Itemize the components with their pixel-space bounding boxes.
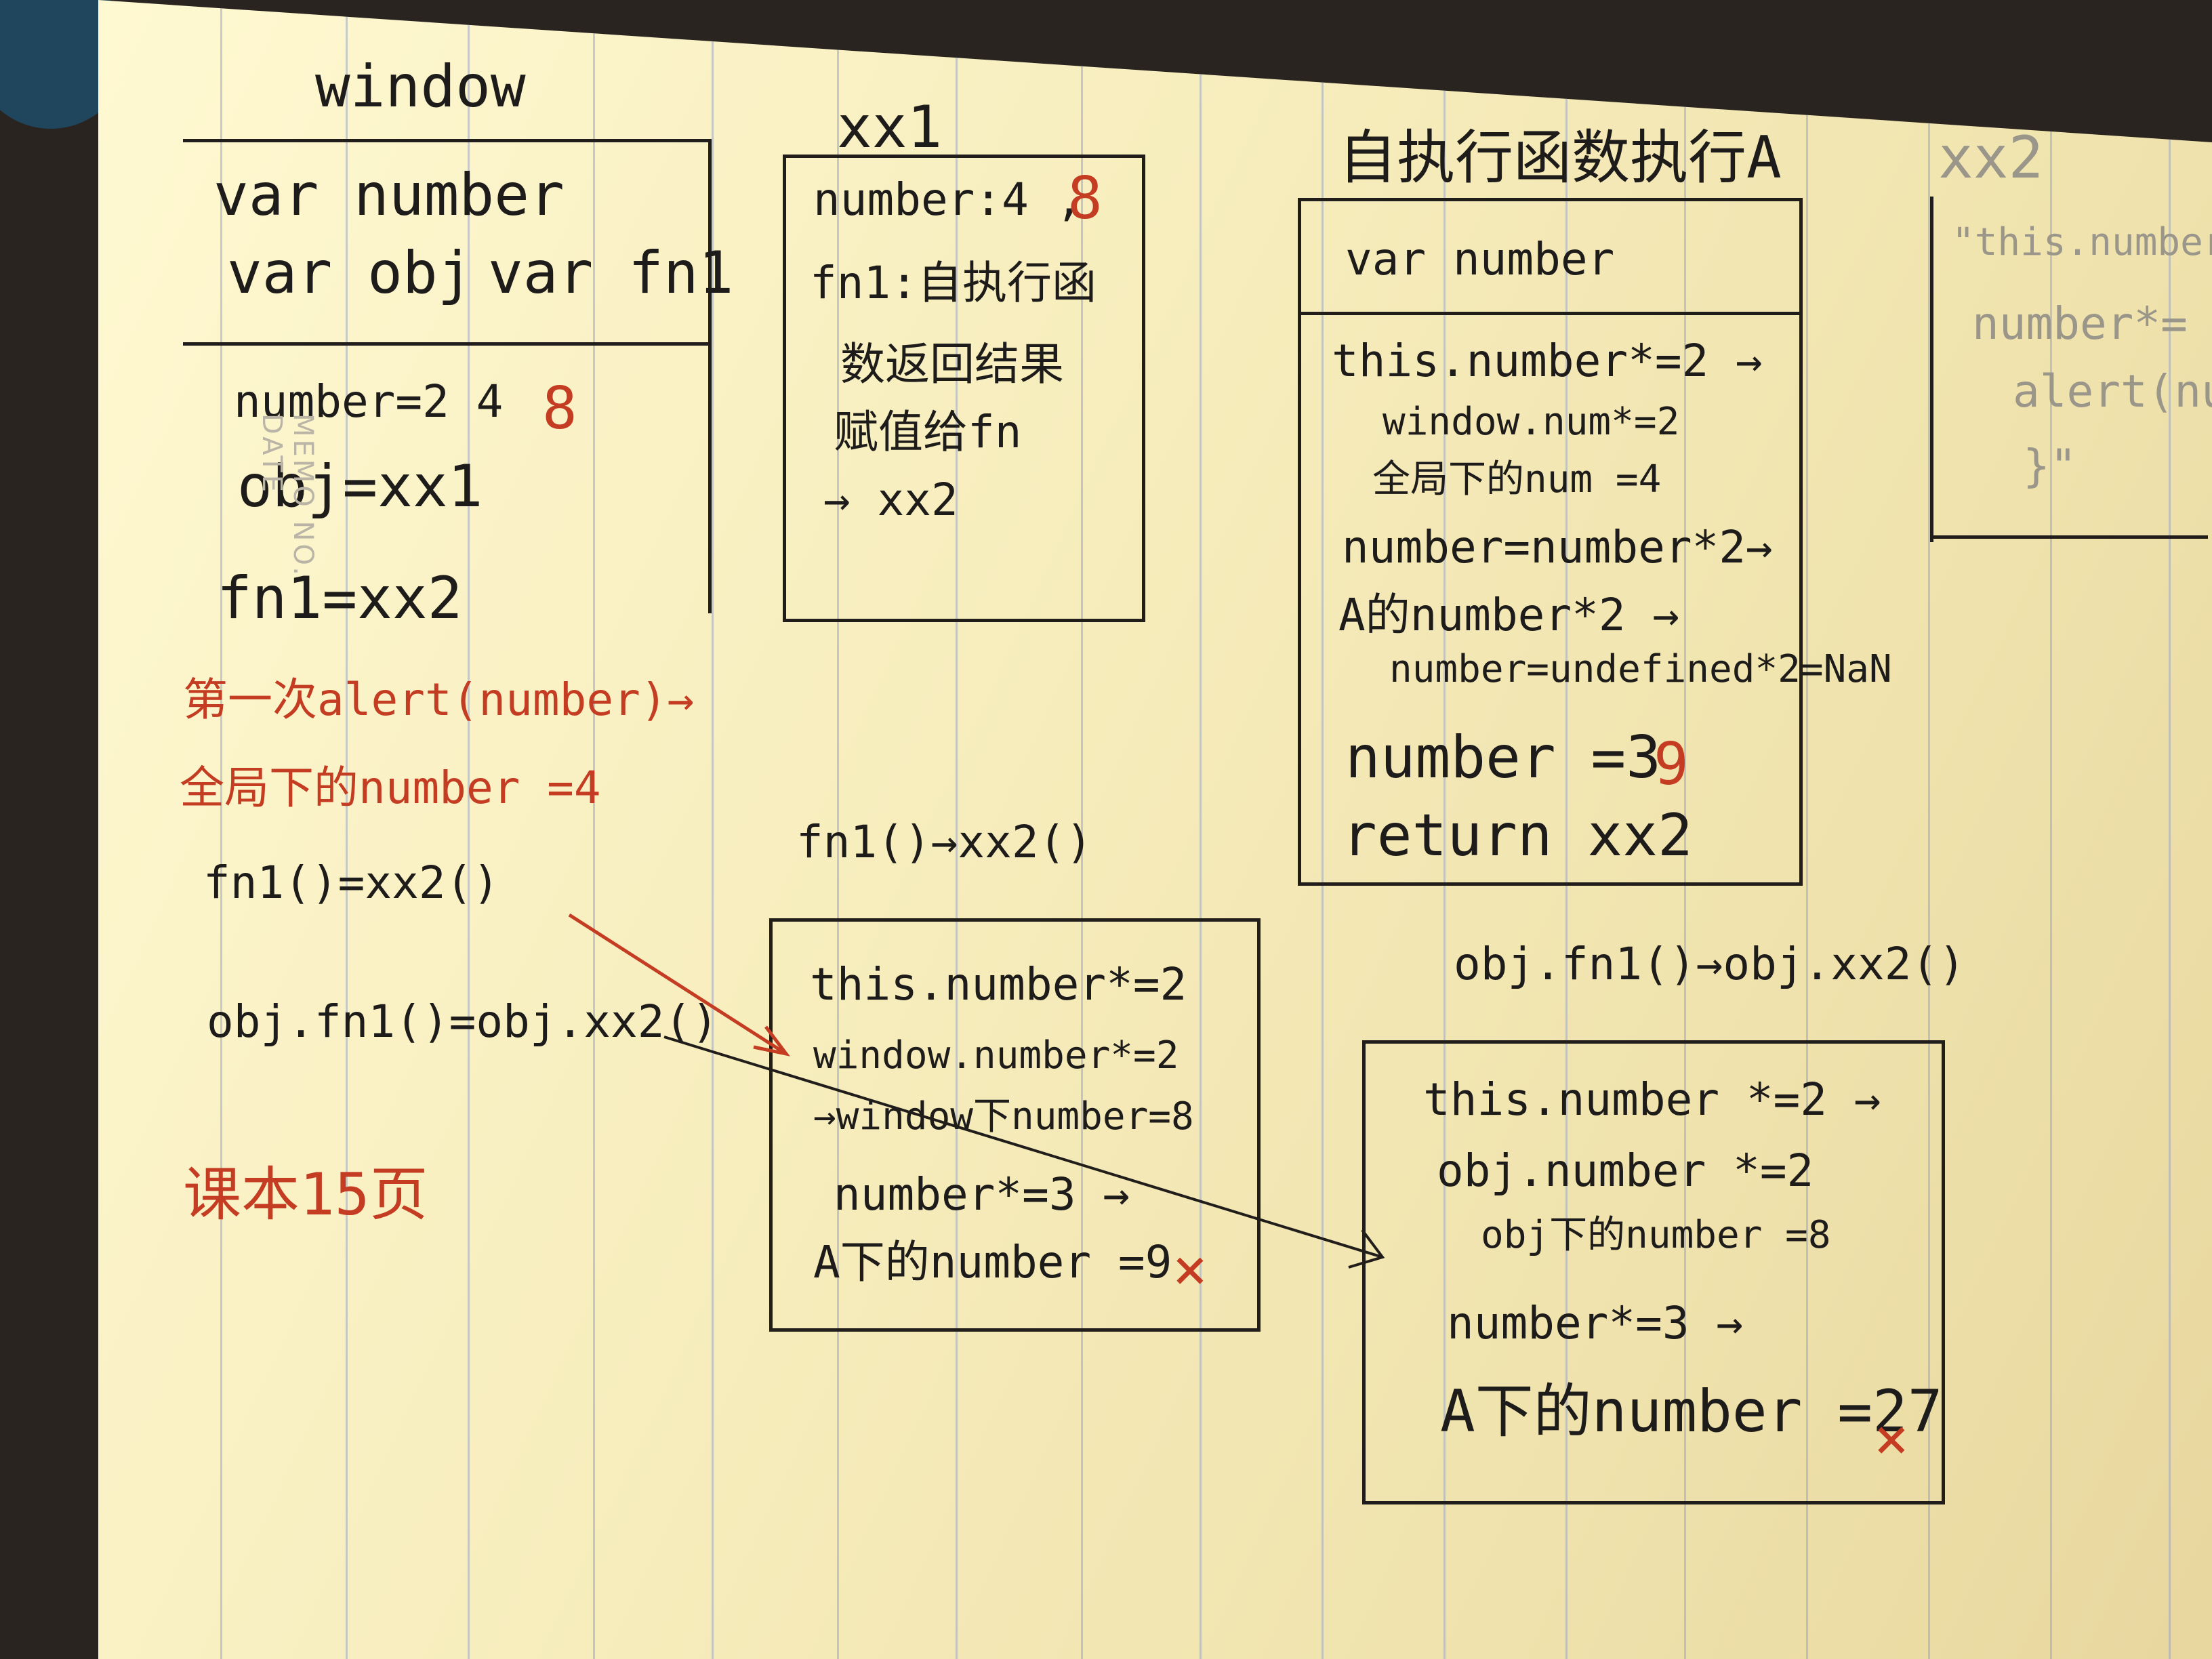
window-decl-number: var number — [213, 161, 565, 229]
ruled-line — [220, 0, 222, 1659]
xx1-box — [783, 155, 1145, 622]
window-box-divider — [183, 342, 712, 346]
ruled-line — [1322, 0, 1324, 1659]
obj-call-line-5: A下的number =27 — [1440, 1378, 1943, 1446]
obj-call-line-2: obj.number *=2 — [1437, 1145, 1814, 1197]
selfexec-line-9: return xx2 — [1342, 802, 1693, 869]
xx1-line-result: → xx2 — [823, 474, 958, 526]
selfexec-line-8-red: 9 — [1654, 731, 1689, 798]
xx2-line-3: alert(numb — [2013, 365, 2212, 417]
xx1-line-return: 数返回结果 — [840, 338, 1064, 390]
xx2-line-1: "this.number* — [1952, 220, 2212, 264]
fn1-call-line-5: A下的number =9 — [813, 1236, 1172, 1288]
ruled-line — [1200, 0, 1202, 1659]
selfexec-divider — [1298, 312, 1799, 315]
selfexec-line-6: A的number*2 → — [1338, 589, 1680, 641]
obj-call-wrong-mark: × — [1874, 1405, 1909, 1473]
window-assign-fn1: fn1=xx2 — [217, 565, 463, 632]
xx1-line-assign: 赋值给fn — [834, 406, 1022, 458]
global-number-note: 全局下的number =4 — [180, 762, 601, 814]
obj-call-box — [1362, 1040, 1945, 1504]
fn1-call-label: fn1()→xx2() — [796, 816, 1093, 868]
ruled-line — [837, 0, 839, 1659]
selfexec-line-4: 全局下的num =4 — [1372, 457, 1662, 501]
xx1-title: xx1 — [837, 94, 943, 161]
notebook-page — [98, 0, 2212, 1659]
selfexec-line-8: number =3 — [1345, 724, 1661, 792]
ruled-line — [1928, 0, 1930, 1659]
fn1-call-line-1: this.number*=2 — [810, 958, 1187, 1010]
selfexec-title: 自执行函数执行A — [1338, 124, 1782, 192]
window-decl-fn1: var fn1 — [488, 239, 734, 307]
obj-fn1-call-expr: obj.fn1()=obj.xx2() — [207, 996, 718, 1048]
selfexec-line-5: number=number*2→ — [1342, 521, 1773, 573]
window-assign-number-red: 8 — [542, 375, 577, 443]
xx2-box-left — [1930, 197, 1933, 542]
xx2-line-4: }" — [2023, 440, 2077, 492]
window-box-top — [183, 139, 712, 142]
fn1-call-line-2: window.number*=2 — [813, 1033, 1179, 1078]
selfexec-line-7: number=undefined*2=NaN — [1389, 647, 1892, 691]
selfexec-line-2: this.number*=2 → — [1332, 335, 1763, 387]
ruled-line — [2050, 0, 2052, 1659]
xx1-line-fn1: fn1:自执行函 — [810, 257, 1097, 309]
ruled-line — [956, 0, 958, 1659]
selfexec-line-3: window.num*=2 — [1382, 400, 1680, 444]
obj-call-line-1: this.number *=2 → — [1423, 1073, 1881, 1126]
selfexec-line-1: var number — [1345, 233, 1615, 285]
selfexec-box — [1298, 198, 1803, 886]
xx1-line-number-red: 8 — [1067, 165, 1103, 232]
xx2-box-bottom — [1930, 535, 2208, 539]
fn1-call-line-4: number*=3 → — [834, 1168, 1130, 1221]
window-assign-number: number=2 4 — [234, 375, 504, 428]
fn1-call-expr: fn1()=xx2() — [203, 857, 500, 909]
ruled-line — [1443, 0, 1446, 1659]
obj-call-line-4: number*=3 → — [1447, 1297, 1744, 1349]
ruled-line — [593, 0, 595, 1659]
ruled-line — [468, 0, 470, 1659]
ruled-line — [1081, 0, 1083, 1659]
window-assign-obj: obj=xx1 — [237, 453, 483, 520]
ruled-lines — [98, 0, 2212, 1659]
ruled-line — [1806, 0, 1808, 1659]
ruled-line — [346, 0, 348, 1659]
ruled-line — [2169, 0, 2171, 1659]
ruled-line — [1565, 0, 1568, 1659]
xx2-line-2: number*= — [1972, 298, 2188, 350]
window-title: window — [315, 53, 526, 121]
textbook-page-note: 课本15页 — [183, 1161, 428, 1229]
window-decl-obj: var obj — [227, 239, 473, 307]
ruled-line — [1684, 0, 1686, 1659]
first-alert-note: 第一次alert(number)→ — [183, 674, 695, 726]
xx2-title: xx2 — [1938, 124, 2044, 192]
ruled-line — [712, 0, 714, 1659]
obj-call-label: obj.fn1()→obj.xx2() — [1454, 938, 1965, 990]
memo-date-stamp: MEMO NO. DATE — [256, 413, 319, 578]
fn1-call-wrong-mark: × — [1172, 1235, 1208, 1303]
fn1-call-line-3: →window下number=8 — [813, 1094, 1194, 1139]
xx1-line-number: number:4 , — [813, 173, 1083, 226]
obj-call-line-3: obj下的number =8 — [1481, 1213, 1831, 1257]
window-box-right — [708, 139, 712, 613]
